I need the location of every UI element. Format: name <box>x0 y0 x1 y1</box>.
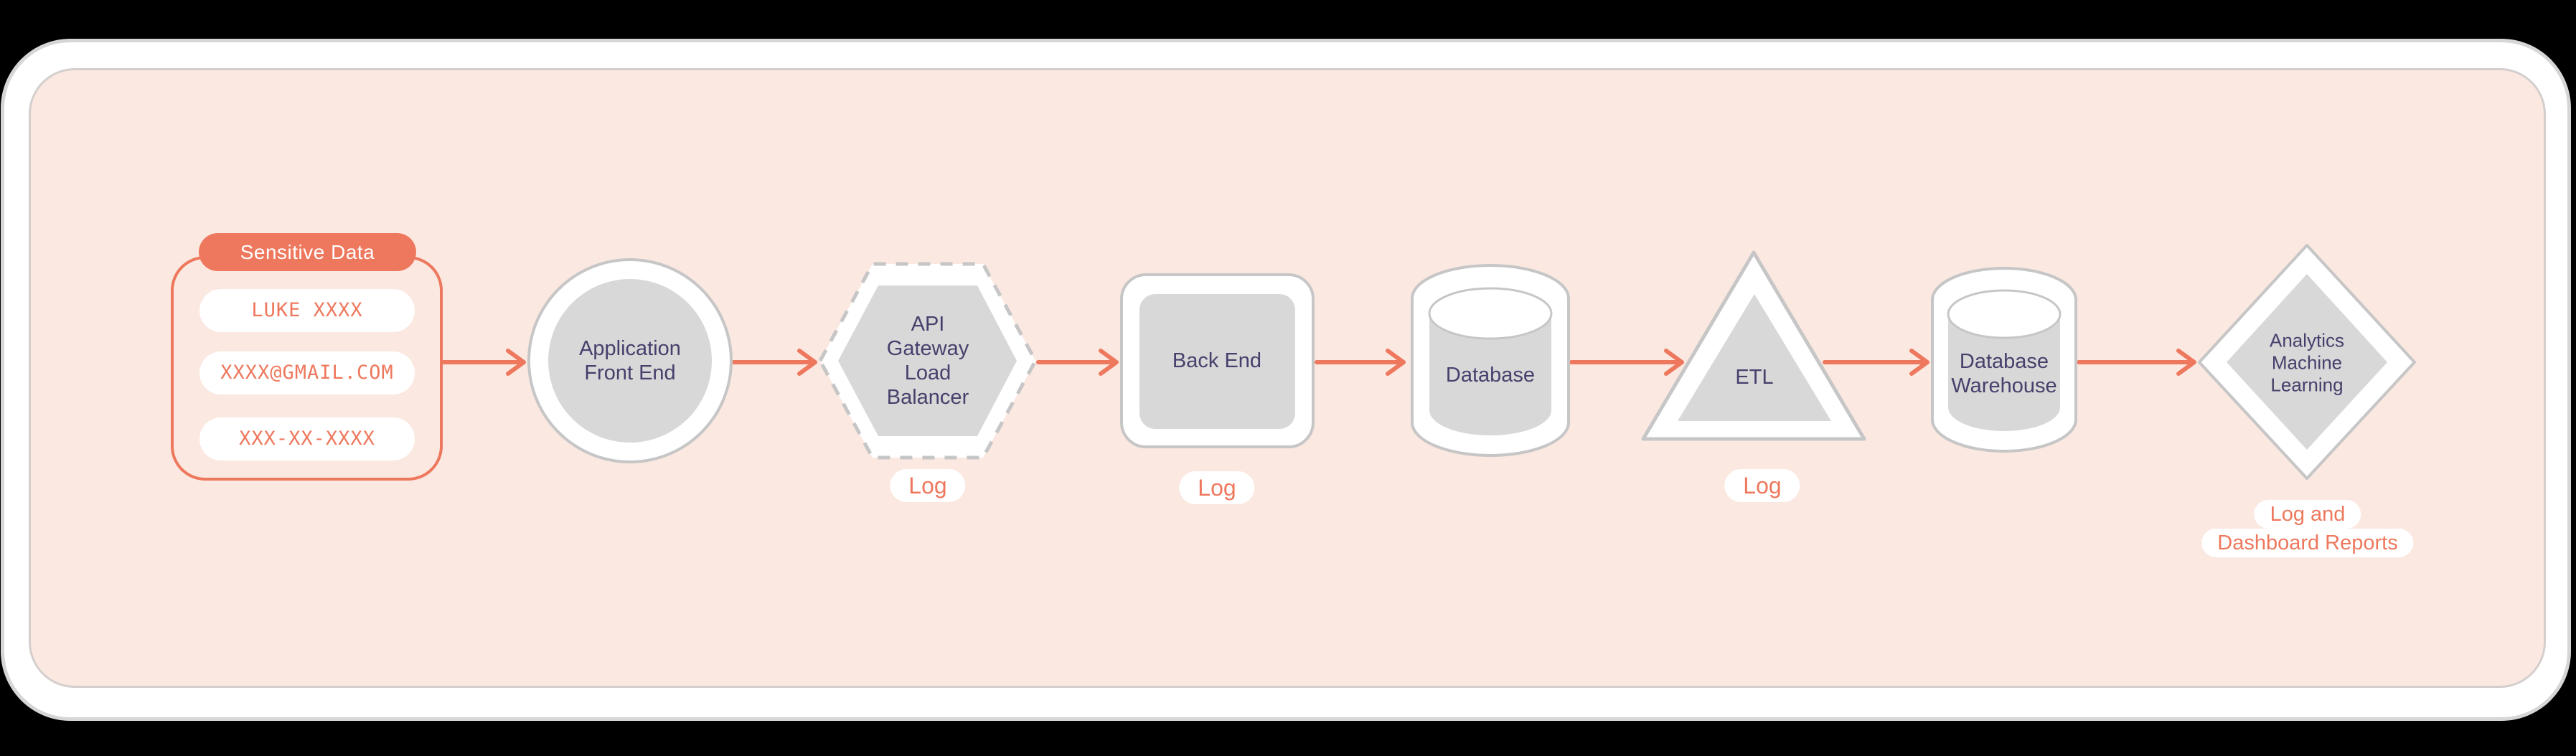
circle-shape-inner <box>548 279 712 443</box>
arrow-gateway-to-backend <box>1036 349 1119 376</box>
square-shape-inner <box>1139 294 1295 429</box>
arrow-backend-to-database <box>1315 349 1406 376</box>
log-badge-back-end: Log <box>1179 471 1255 504</box>
database-warehouse-label: Database Warehouse <box>1951 350 2057 397</box>
cylinder-shape-inner <box>1429 313 1551 435</box>
log-dashboard-reports-pill: Log and Dashboard Reports <box>2201 500 2414 557</box>
arrow-frontend-to-gateway <box>731 349 817 376</box>
database-label: Database <box>1445 364 1536 387</box>
application-front-end-label: Application Front End <box>579 337 681 384</box>
cylinder-top-ellipse <box>1428 287 1553 340</box>
sensitive-data-title: Sensitive Data <box>199 233 416 271</box>
sensitive-data-item-name: LUKE XXXX <box>199 289 415 332</box>
back-end-node <box>1120 273 1315 448</box>
cylinder-top-ellipse <box>1947 289 2062 339</box>
arrow-warehouse-to-analytics <box>2077 349 2196 376</box>
triangle-shape-inner <box>1678 294 1831 421</box>
back-end-label: Back End <box>1172 349 1262 372</box>
cylinder-shape-inner <box>1948 314 2060 431</box>
log-dashboard-reports-badge: Log and Dashboard Reports <box>2201 500 2414 557</box>
sensitive-data-item-ssn: XXX-XX-XXXX <box>199 417 415 460</box>
etl-node <box>1641 250 1866 441</box>
log-badge-pill: Log <box>1179 471 1255 504</box>
api-gateway-load-balancer-node <box>818 262 1038 460</box>
diamond-shape-inner <box>2227 274 2387 450</box>
api-gateway-load-balancer-label: API Gateway Load Balancer <box>886 313 969 409</box>
arrow-database-to-etl <box>1569 349 1684 376</box>
application-front-end-node <box>527 258 733 463</box>
database-node <box>1411 264 1570 457</box>
sensitive-data-item-email: XXXX@GMAIL.COM <box>199 351 415 394</box>
arrow-etl-to-warehouse <box>1823 349 1929 376</box>
log-badge-etl: Log <box>1724 469 1800 502</box>
arrow-sensitive-to-frontend <box>441 349 526 376</box>
database-warehouse-node <box>1931 267 2077 453</box>
log-badge-pill: Log <box>1724 469 1800 502</box>
analytics-machine-learning-label: Analytics Machine Learning <box>2269 329 2345 396</box>
analytics-machine-learning-node <box>2198 244 2416 480</box>
log-badge-pill: Log <box>890 469 966 502</box>
log-badge-api-gateway: Log <box>890 469 966 502</box>
hexagon-shape-inner <box>838 285 1017 436</box>
flow-arrows <box>441 349 2196 376</box>
etl-label: ETL <box>1735 366 1774 389</box>
